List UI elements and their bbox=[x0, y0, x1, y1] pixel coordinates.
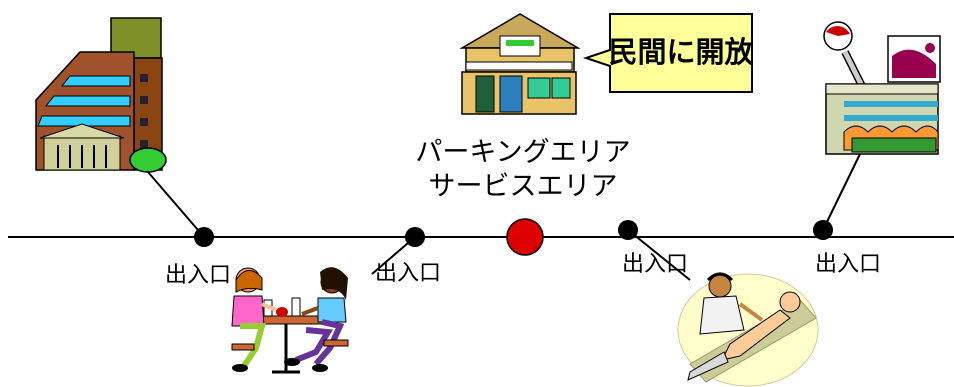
office-connector bbox=[147, 171, 205, 238]
exit-label-4: 出入口 bbox=[815, 252, 881, 277]
people-eating-icon bbox=[231, 267, 349, 374]
area-node bbox=[506, 218, 544, 256]
cafe-connector bbox=[371, 236, 416, 275]
exit-node-4 bbox=[813, 220, 833, 240]
exit-label-1: 出入口 bbox=[165, 263, 231, 288]
medical-care-icon bbox=[677, 272, 819, 387]
mall-connector bbox=[822, 153, 861, 231]
callout-bubble: 民間に開放 bbox=[582, 13, 754, 93]
exit-label-3: 出入口 bbox=[622, 252, 688, 277]
clinic-connector bbox=[627, 229, 691, 281]
exit-label-2: 出入口 bbox=[375, 261, 441, 286]
area-label-parking: パーキングエリア bbox=[415, 137, 630, 168]
shopping-mall-icon bbox=[823, 21, 941, 155]
exit-node-1 bbox=[194, 227, 214, 247]
area-label-service: サービスエリア bbox=[429, 171, 618, 202]
office-building-icon bbox=[35, 17, 167, 173]
callout-text: 民間に開放 bbox=[608, 35, 754, 69]
roadside-station-icon bbox=[459, 13, 581, 115]
